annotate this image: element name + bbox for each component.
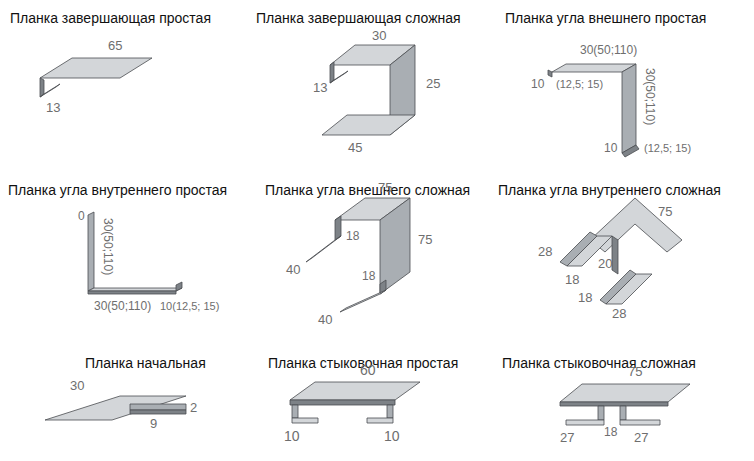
plank-side <box>88 212 94 291</box>
profile-title: Планка завершающая сложная <box>256 10 461 26</box>
dimension-label: 30(50;110) <box>94 298 151 314</box>
plank-edge <box>560 402 668 406</box>
profile-title: Планка завершающая простая <box>10 10 211 26</box>
dimension-label: 75 <box>378 180 392 196</box>
dimension-label: 25 <box>426 76 440 92</box>
dimension-label: 9 <box>150 416 157 432</box>
plank-face <box>322 115 415 135</box>
plank-tab <box>292 418 318 423</box>
profile-title: Планка угла внешнего простая <box>505 10 706 26</box>
profile-title: Планка угла внутреннего простая <box>8 182 227 198</box>
plank-stem <box>612 236 618 274</box>
starter-plank <box>45 396 186 420</box>
plank-stem <box>620 406 626 420</box>
profile-title: Планка начальная <box>85 355 206 371</box>
dimension-label: 30(50;110) <box>580 42 637 58</box>
plank-lip <box>176 282 182 291</box>
plank-channel <box>606 274 652 304</box>
plank-tab <box>387 405 393 418</box>
dimension-label: (12,5; 15) <box>556 76 603 92</box>
plank-stem <box>598 406 604 420</box>
joint-plank-complex <box>560 384 690 425</box>
joint-plank-simple <box>290 382 420 423</box>
profile-title: Планка стыковочная сложная <box>502 355 696 371</box>
dimension-label: 10 <box>604 140 617 156</box>
dimension-label: (12,5; 15) <box>644 140 691 156</box>
plank-hem <box>330 71 348 83</box>
plank-face <box>40 58 152 78</box>
plank-channel <box>130 404 186 410</box>
dimension-label: 40 <box>286 262 300 278</box>
dimension-label: 60 <box>360 362 376 378</box>
dimension-label: 18 <box>362 268 375 284</box>
dimension-label: 10 <box>284 428 300 444</box>
dimension-label: 75 <box>628 364 642 380</box>
dimension-label: 20 <box>598 256 612 272</box>
plank-tab <box>367 418 393 423</box>
plank-face <box>290 382 420 400</box>
finishing-plank-complex <box>322 45 415 135</box>
plank-hem <box>40 84 60 97</box>
dimension-label: 27 <box>560 430 574 446</box>
inner-corner-plank-complex <box>560 198 682 304</box>
dimension-label: 10 <box>384 428 400 444</box>
plank-face <box>560 384 690 402</box>
dimension-label: 13 <box>46 100 60 116</box>
dimension-label: 18 <box>604 424 617 440</box>
dimension-label: 40 <box>318 312 332 328</box>
plank-edge <box>290 400 395 405</box>
plank-side <box>380 198 410 294</box>
profile-title: Планка угла внутреннего сложная <box>498 182 721 198</box>
dimension-label: 13 <box>313 80 327 96</box>
dimension-label: 28 <box>612 306 626 322</box>
plank-tab <box>292 405 298 418</box>
dimension-label: 75 <box>658 204 672 220</box>
plank-side <box>622 64 636 153</box>
dimension-label: 10(12,5; 15) <box>160 298 219 314</box>
plank-lip <box>622 145 639 157</box>
plank-lip <box>548 70 552 77</box>
dimension-label: 45 <box>348 140 362 156</box>
dimension-label: 18 <box>578 290 592 306</box>
dimension-label: 30(50;110) <box>642 68 658 125</box>
dimension-label: 18 <box>565 272 579 288</box>
dimension-label: 30(50;110) <box>100 218 116 275</box>
dimension-label: 10 <box>531 76 544 92</box>
dimension-label: 30 <box>372 28 386 44</box>
dimension-label: 27 <box>634 430 648 446</box>
inner-corner-plank-simple <box>88 212 182 294</box>
dimension-label: 18 <box>346 228 359 244</box>
outer-corner-plank-complex <box>306 198 410 312</box>
plank-flange <box>306 236 341 262</box>
plank-flange <box>566 420 604 425</box>
plank-face <box>88 288 182 291</box>
dimension-label: 75 <box>418 232 432 248</box>
plank-flange <box>340 290 386 312</box>
dimension-label: 2 <box>190 400 197 416</box>
dimension-label: 65 <box>108 38 122 54</box>
dimension-label: 0 <box>78 208 85 224</box>
dimension-label: 30 <box>70 378 84 394</box>
plank-edge <box>88 291 176 294</box>
plank-lip <box>330 62 334 83</box>
plank-channel <box>130 410 186 414</box>
plank-face <box>45 396 186 420</box>
dimension-label: 28 <box>538 244 552 260</box>
finishing-plank-simple <box>40 58 152 97</box>
profile-title: Планка угла внешнего сложная <box>265 182 470 198</box>
outer-corner-plank-simple <box>548 64 639 157</box>
plank-flange <box>620 420 660 425</box>
